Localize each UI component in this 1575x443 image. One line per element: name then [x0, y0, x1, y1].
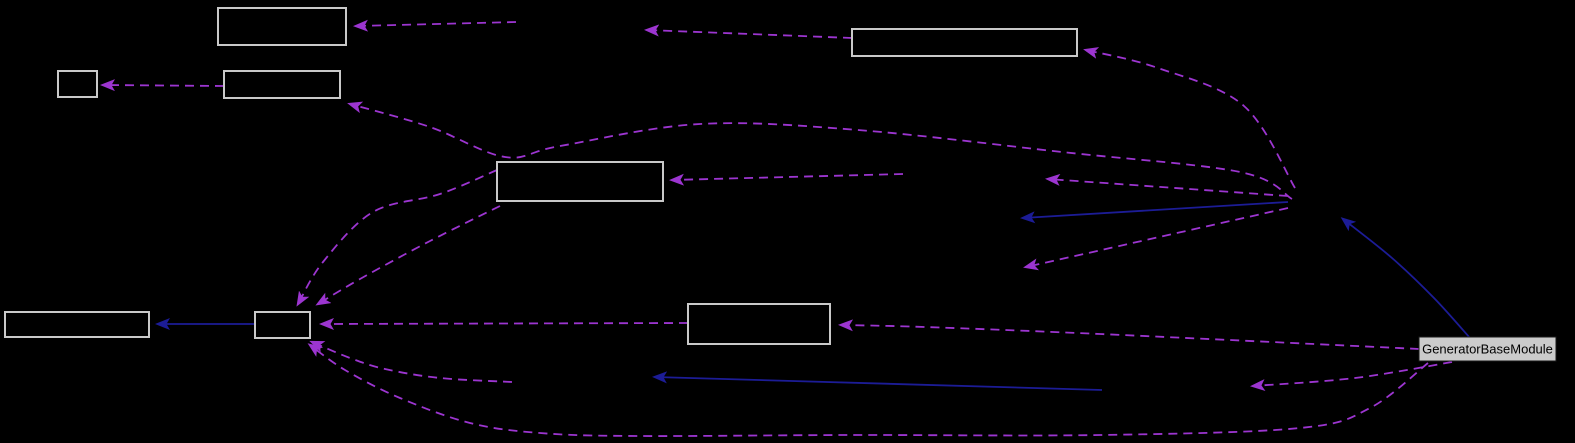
edge-gbm-to-f	[838, 319, 1420, 350]
edge-f-to-h	[319, 317, 689, 330]
edges-layer	[100, 19, 1471, 437]
edge-gbm-to-x4	[1250, 361, 1453, 392]
diagram-node-e[interactable]	[851, 28, 1078, 57]
node-label-generator-base-module: GeneratorBaseModule	[1422, 342, 1553, 357]
edge-gbm-to-hub	[1340, 217, 1471, 339]
edge-d-to-h-steep	[296, 169, 498, 307]
diagram-node-generator-base-module[interactable]	[1418, 336, 1557, 362]
edge-hub-to-e	[1083, 47, 1296, 189]
edge-hub-to-x7	[1020, 201, 1289, 224]
diagram-node-c[interactable]	[223, 70, 341, 99]
label-layer: GeneratorBaseModule	[1422, 342, 1553, 357]
edge-e-to-hidden	[644, 24, 853, 39]
edge-x4-to-x5	[652, 371, 1103, 391]
diagram-node-f[interactable]	[687, 303, 831, 345]
diagram-node-h[interactable]	[254, 311, 311, 339]
nodes-layer	[4, 7, 1557, 362]
edge-mid1-to-d	[669, 173, 904, 186]
diagram-node-g[interactable]	[4, 311, 150, 338]
diagram-node-a[interactable]	[217, 7, 347, 46]
diagram-node-b[interactable]	[57, 70, 98, 98]
edge-hidden-to-a	[353, 19, 517, 32]
edge-hub-to-mid1	[1045, 173, 1289, 197]
edge-hub-to-mid3	[1023, 207, 1289, 271]
edge-hub-to-c	[347, 101, 1293, 200]
diagram-node-d[interactable]	[496, 161, 664, 202]
edge-gbm-to-h-long	[307, 343, 1429, 437]
edge-d-to-h-shallow	[315, 205, 501, 306]
edge-c-to-b	[100, 79, 225, 92]
edge-x5-to-h	[309, 340, 513, 383]
